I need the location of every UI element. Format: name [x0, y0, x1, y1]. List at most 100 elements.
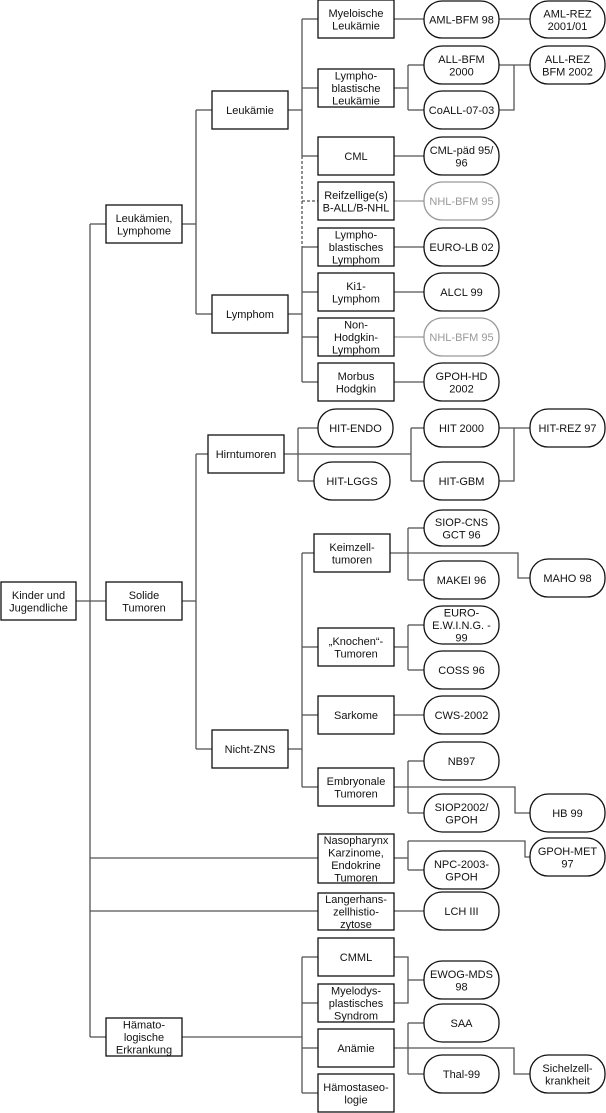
- node-label: Ki1-: [346, 281, 366, 293]
- box-shape: [207, 434, 285, 474]
- node-label: Hämato-: [123, 1020, 166, 1032]
- pill-shape: [423, 461, 500, 501]
- node-label: BFM 2002: [542, 66, 593, 78]
- study-node-euroewing: EURO-E.W.I.N.G. -99: [423, 605, 500, 645]
- pill-shape: [423, 317, 500, 357]
- box-shape: [317, 627, 395, 667]
- node-label: HIT-GBM: [439, 476, 485, 488]
- study-node-makei: MAKEI 96: [423, 560, 500, 600]
- box-shape: [317, 317, 395, 357]
- box-shape: [105, 204, 183, 244]
- node-label: Hirntumoren: [216, 449, 277, 461]
- node-label: ALCL 99: [440, 287, 482, 299]
- node-label: Leukämien,: [116, 213, 173, 225]
- node-label: zytose: [340, 919, 372, 931]
- node-label: plastisches: [329, 998, 384, 1010]
- node-label: Sichelzell-: [542, 1063, 592, 1075]
- node-label: GPOH-HD: [436, 371, 488, 383]
- pill-shape: [423, 45, 500, 85]
- study-node-thal: Thal-99: [423, 1054, 500, 1094]
- study-node-alcl: ALCL 99: [423, 272, 500, 312]
- study-node-coall: CoALL-07-03: [423, 90, 500, 130]
- node-label: CMML: [340, 952, 372, 964]
- node-label: EURO-LB 02: [429, 242, 493, 254]
- box-shape: [317, 181, 395, 221]
- connector-lines: [76, 18, 530, 1094]
- connector-line: [408, 840, 530, 858]
- node-label: MAHO 98: [543, 573, 591, 585]
- pill-shape: [423, 560, 500, 600]
- box-shape: [211, 294, 289, 334]
- pill-shape: [423, 1054, 500, 1094]
- study-node-eurolb: EURO-LB 02: [423, 227, 500, 267]
- study-node-hb99: HB 99: [529, 793, 606, 833]
- category-node-lymphom: Lymphom: [211, 294, 289, 334]
- pill-shape: [529, 837, 606, 877]
- box-shape: [317, 1073, 395, 1113]
- connector-line: [499, 65, 515, 111]
- pill-shape: [529, 793, 606, 833]
- node-label: ALL-BFM: [438, 54, 484, 66]
- study-node-saa: SAA: [423, 1003, 500, 1043]
- pill-shape: [423, 891, 500, 931]
- node-label: AML-REZ: [543, 8, 592, 20]
- study-node-nhlbfm1: NHL-BFM 95: [423, 181, 500, 221]
- node-label: Lymphom: [226, 309, 274, 321]
- box-shape: [317, 833, 395, 884]
- node-label: krankheit: [545, 1075, 590, 1087]
- pill-shape: [423, 272, 500, 312]
- node-label: Sarkome: [334, 710, 378, 722]
- box-shape: [0, 581, 77, 621]
- connector-line: [394, 1047, 530, 1075]
- pill-shape: [423, 227, 500, 267]
- box-shape: [317, 1028, 395, 1068]
- node-label: blastisches: [329, 242, 384, 254]
- node-label: Leukämie: [332, 20, 380, 32]
- pill-shape: [529, 1054, 606, 1094]
- node-label: 98: [455, 981, 467, 993]
- node-label: NPC-2003-: [434, 859, 489, 871]
- study-node-hitendo: HIT-ENDO: [317, 408, 394, 448]
- pill-shape: [423, 605, 500, 645]
- node-label: 2002: [449, 383, 473, 395]
- node-label: EURO-: [444, 608, 480, 620]
- category-node-cml: CML: [317, 136, 395, 176]
- study-node-hitgbm: HIT-GBM: [423, 461, 500, 501]
- node-label: „Knochen“-: [329, 636, 384, 648]
- pill-shape: [423, 741, 500, 781]
- node-label: SIOP-CNS: [435, 517, 488, 529]
- node-label: Hämostaseo-: [323, 1082, 389, 1094]
- study-node-coss: COSS 96: [423, 650, 500, 690]
- category-node-ki1: Ki1-Lymphom: [317, 272, 395, 312]
- node-label: Keimzell-: [329, 542, 375, 554]
- pill-shape: [529, 45, 606, 85]
- pill-shape: [423, 960, 500, 1000]
- node-label: HIT-LGGS: [326, 476, 377, 488]
- box-shape: [105, 1017, 183, 1057]
- study-node-hitrez: HIT-REZ 97: [529, 408, 606, 448]
- connector-line: [394, 956, 409, 1004]
- category-node-nhl: Non-Hodgkin-Lymphom: [317, 317, 395, 357]
- node-label: AML-BFM 98: [429, 15, 494, 27]
- node-label: zellhistio-: [333, 907, 379, 919]
- category-node-leukaemie: Leukämie: [211, 90, 289, 130]
- node-label: EWOG-MDS: [430, 969, 493, 981]
- node-label: SIOP2002/: [435, 802, 490, 814]
- study-node-cws: CWS-2002: [423, 695, 500, 735]
- node-label: Nasopharynx: [324, 835, 389, 847]
- pill-shape: [423, 650, 500, 690]
- pill-shape: [423, 136, 500, 176]
- study-node-sichel: Sichelzell-krankheit: [529, 1054, 606, 1094]
- node-label: Solide: [129, 590, 160, 602]
- node-label: Non-: [344, 320, 368, 332]
